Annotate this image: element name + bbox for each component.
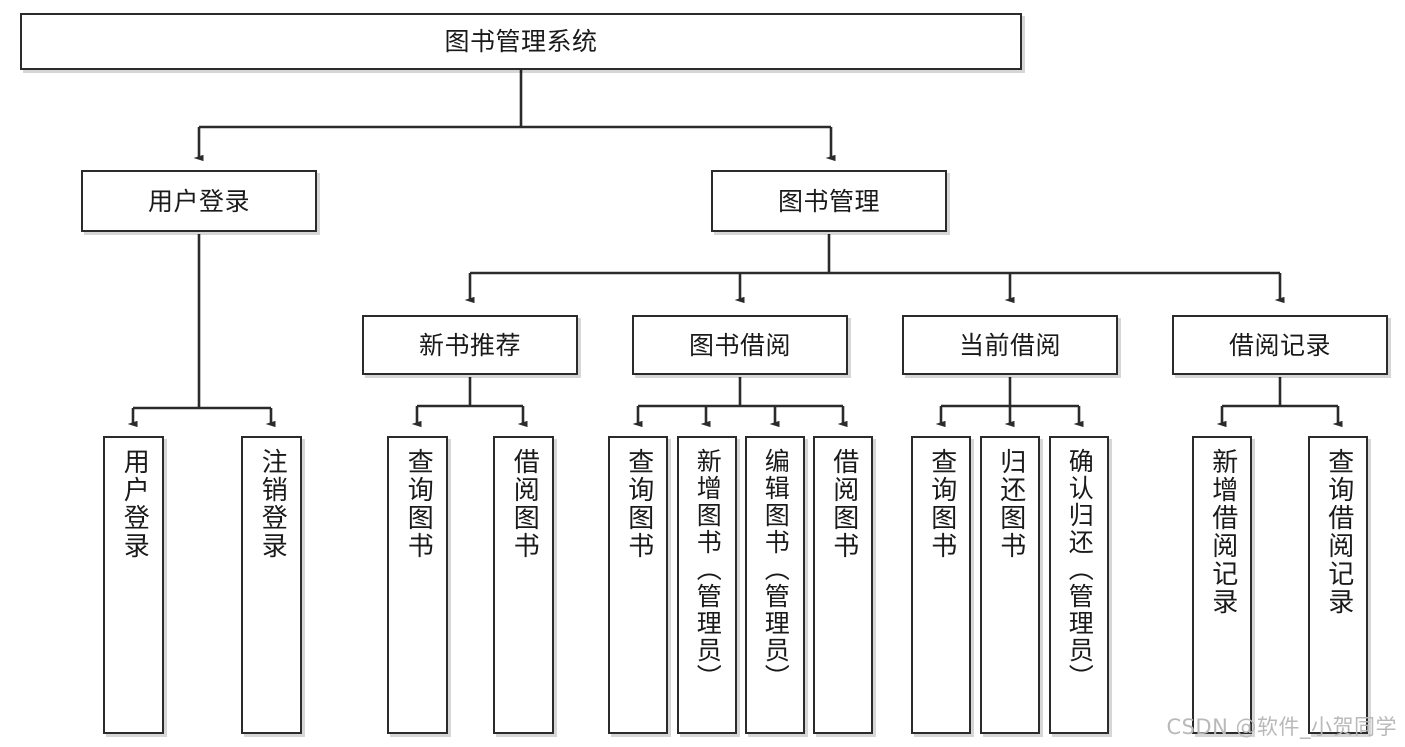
node-current-borrow[interactable]: 当前借阅	[902, 315, 1118, 375]
node-book-manage[interactable]: 图书管理	[711, 170, 947, 232]
node-leaf-user-logout-label: 注销登录	[257, 448, 288, 560]
node-root-label: 图书管理系统	[444, 27, 598, 56]
node-book-borrow-label: 图书借阅	[688, 330, 791, 360]
node-leaf-query-book-3-label: 查询图书	[926, 448, 957, 560]
node-leaf-query-book-1[interactable]: 查询图书	[387, 436, 448, 734]
node-leaf-return-book[interactable]: 归还图书	[980, 436, 1040, 734]
node-leaf-add-book-label: 新增图书（管理员）	[693, 448, 723, 691]
node-leaf-add-book[interactable]: 新增图书（管理员）	[677, 436, 737, 734]
node-user-login[interactable]: 用户登录	[81, 170, 317, 232]
node-leaf-confirm-return-label: 确认归还（管理员）	[1065, 448, 1095, 691]
node-leaf-query-book-1-label: 查询图书	[403, 448, 434, 560]
node-leaf-borrow-book-1-label: 借阅图书	[509, 448, 540, 560]
node-leaf-user-login-label: 用户登录	[119, 448, 150, 560]
node-leaf-edit-book-label: 编辑图书（管理员）	[761, 448, 791, 691]
node-leaf-edit-book[interactable]: 编辑图书（管理员）	[745, 436, 805, 734]
node-leaf-query-book-2[interactable]: 查询图书	[608, 436, 668, 734]
node-new-book-rec[interactable]: 新书推荐	[362, 315, 578, 375]
node-leaf-add-record-label: 新增借阅记录	[1207, 448, 1238, 616]
watermark: CSDN @软件_小贺同学	[1166, 715, 1397, 739]
node-leaf-confirm-return[interactable]: 确认归还（管理员）	[1049, 436, 1109, 734]
node-leaf-user-logout[interactable]: 注销登录	[241, 436, 302, 734]
node-borrow-record[interactable]: 借阅记录	[1172, 315, 1388, 375]
node-leaf-borrow-book-2-label: 借阅图书	[828, 448, 859, 560]
node-leaf-query-book-2-label: 查询图书	[623, 448, 654, 560]
node-book-borrow[interactable]: 图书借阅	[632, 315, 848, 375]
node-leaf-query-record-label: 查询借阅记录	[1323, 448, 1354, 616]
node-leaf-query-book-3[interactable]: 查询图书	[911, 436, 971, 734]
node-leaf-add-record[interactable]: 新增借阅记录	[1192, 436, 1252, 734]
node-book-manage-label: 图书管理	[777, 186, 880, 216]
node-leaf-user-login[interactable]: 用户登录	[103, 436, 164, 734]
node-leaf-query-record[interactable]: 查询借阅记录	[1308, 436, 1368, 734]
node-current-borrow-label: 当前借阅	[958, 330, 1061, 360]
node-leaf-borrow-book-1[interactable]: 借阅图书	[493, 436, 554, 734]
node-new-book-rec-label: 新书推荐	[418, 330, 521, 360]
node-leaf-borrow-book-2[interactable]: 借阅图书	[813, 436, 873, 734]
node-user-login-label: 用户登录	[147, 186, 250, 216]
node-root[interactable]: 图书管理系统	[20, 13, 1022, 70]
node-borrow-record-label: 借阅记录	[1228, 330, 1331, 360]
node-leaf-return-book-label: 归还图书	[995, 448, 1026, 560]
